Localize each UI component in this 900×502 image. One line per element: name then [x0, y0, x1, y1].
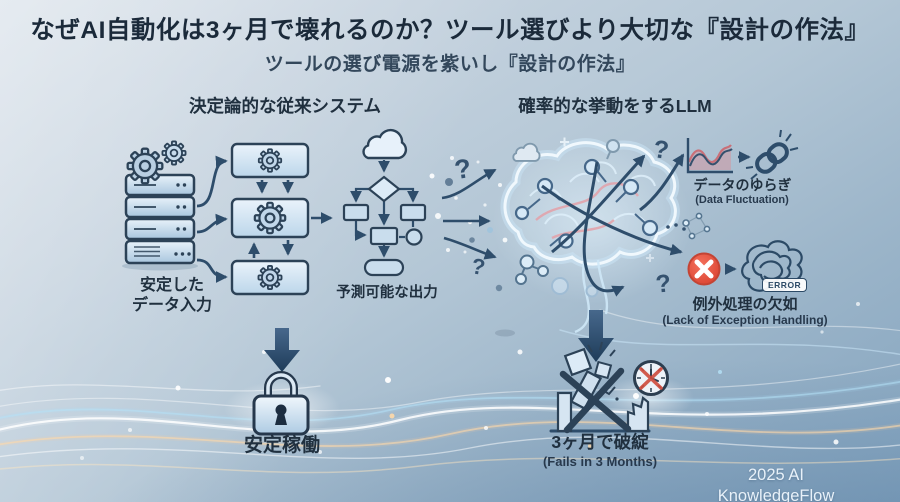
gear-icon — [161, 140, 187, 166]
page-subtitle: ツールの選び電源を紫いし『設計の作法』 — [264, 54, 636, 75]
predictable-output-label: 予測可能な出力 — [336, 285, 438, 301]
flowchart-icon — [342, 128, 427, 277]
section-heading-llm: 確率的な挙動をするLLM — [518, 96, 712, 116]
stable-input-label: 安定した データ入力 — [116, 276, 228, 316]
stable-input-line2: データ入力 — [131, 297, 212, 314]
light-streaks — [0, 309, 900, 474]
fails-label: 3ヶ月で破綻 — [551, 432, 649, 452]
gear-icon — [253, 201, 287, 235]
input-arrows — [196, 155, 228, 283]
transition-arrows — [441, 168, 497, 260]
balloon-icon — [606, 139, 620, 160]
down-arrow-icon — [264, 328, 300, 372]
fails-sublabel: (Fails in 3 Months) — [542, 454, 658, 469]
constellation-icon — [666, 212, 711, 240]
line-chart-icon — [686, 138, 733, 174]
stable-operation-label: 安定稼働 — [243, 435, 320, 456]
footer-credit: 2025 AI KnowledgeFlow — [717, 466, 835, 502]
lock-icon — [252, 371, 310, 436]
process-pipeline — [230, 142, 333, 296]
data-fluctuation-sublabel: (Data Fluctuation) — [695, 194, 789, 206]
server-stack-icon — [122, 140, 198, 271]
brain-network-icon — [492, 137, 711, 337]
collapse-ruin-icon — [549, 341, 669, 434]
data-fluctuation-label: データのゆらぎ — [693, 177, 792, 193]
question-marks: ? ? ? ? — [452, 135, 672, 298]
cloud-icon — [362, 128, 408, 160]
gear-icon — [126, 147, 164, 185]
transition-particles — [429, 156, 508, 292]
small-cloud-icon — [512, 142, 541, 162]
gear-icon — [257, 265, 283, 290]
broken-chain-icon — [745, 129, 799, 180]
stable-input-line1: 安定した — [139, 277, 204, 294]
question-mark-icon: ? — [470, 253, 488, 280]
down-arrow-icon — [578, 310, 614, 362]
section-heading-deterministic: 決定論的な従来システム — [189, 96, 381, 116]
page-title: なぜAI自動化は3ヶ月で壊れるのか？ツール選びより大切な『設計の作法』 — [30, 17, 870, 44]
broken-clock-icon — [633, 360, 669, 396]
question-mark-icon: ? — [452, 153, 473, 185]
question-mark-icon: ? — [652, 135, 671, 165]
question-mark-icon: ? — [654, 269, 672, 298]
exception-sublabel: (Lack of Exception Handling) — [662, 313, 828, 327]
exception-label: 例外処理の欠如 — [692, 296, 798, 313]
glow-dots — [80, 302, 860, 460]
gear-icon — [257, 148, 283, 173]
error-badge: ERROR — [762, 278, 808, 293]
error-cross-icon — [687, 252, 721, 286]
molecule-icon — [515, 254, 599, 298]
